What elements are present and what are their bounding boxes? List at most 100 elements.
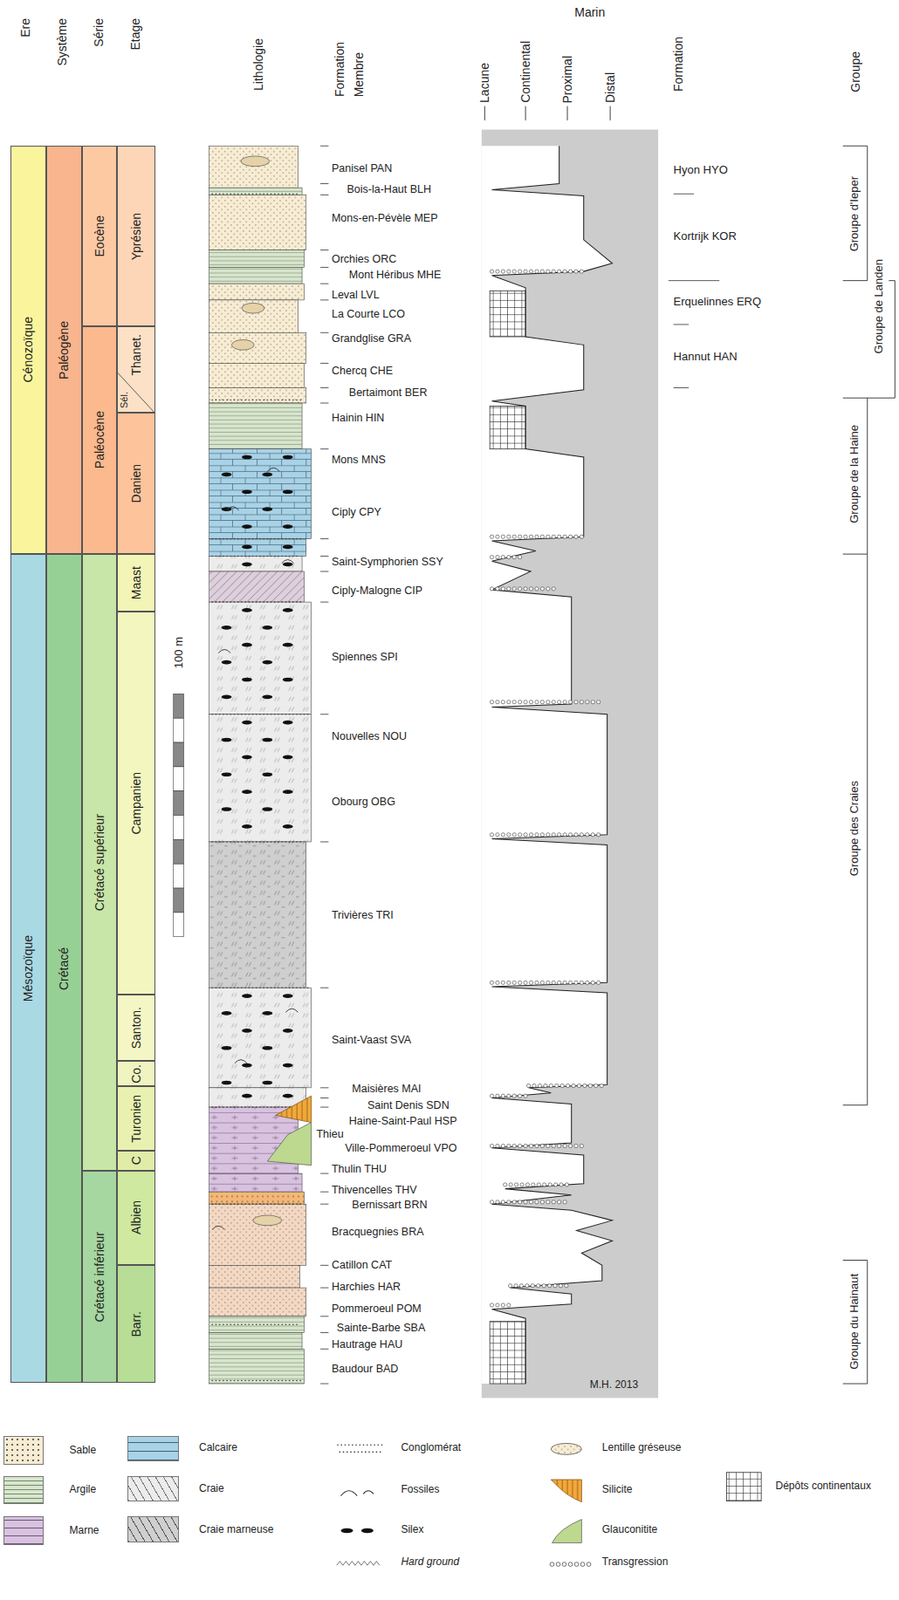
text-label: Bertaimont BER [349, 386, 428, 399]
flint-nodule [282, 789, 294, 795]
transgression-mark [542, 1183, 547, 1188]
transgression-mark [542, 1284, 546, 1289]
litho-bed [209, 842, 307, 989]
transgression-mark [535, 981, 539, 985]
flint-nodule [241, 824, 253, 830]
transgression-mark [495, 981, 500, 985]
continental-deposit [489, 406, 526, 450]
transgression-mark [549, 1084, 553, 1088]
vertical-label: Sél. [118, 391, 131, 409]
transgression-mark [523, 833, 528, 838]
text-label: Ciply-Malogne CIP [331, 584, 423, 598]
flint-nodule [241, 755, 253, 761]
transgression-mark [546, 1144, 550, 1148]
environment-lacuna-area [481, 145, 613, 1385]
band-label: Barr. [129, 1311, 144, 1339]
litho-bed [209, 1317, 305, 1334]
flint-nodule [221, 1081, 233, 1086]
scale-bar-segment [173, 864, 185, 889]
legend-text: Transgression [602, 1557, 669, 1570]
transgression-mark [576, 1084, 581, 1088]
transgression-mark [551, 1144, 556, 1148]
transgression-mark [574, 700, 578, 705]
flint-nodule [221, 1011, 233, 1016]
boundary-tick [320, 448, 329, 450]
boundary-tick [320, 194, 329, 196]
sandstone-lens [253, 1215, 282, 1227]
litho-bed [209, 403, 302, 450]
litho-bed [209, 1265, 301, 1289]
transgression-mark [551, 981, 556, 985]
text-label: Mons MNS [331, 453, 386, 467]
transgression-mark [528, 269, 533, 274]
legend-text: Hard ground [400, 1557, 460, 1570]
transgression-mark [597, 833, 601, 838]
transgression-mark [489, 535, 494, 539]
conglomerate-bed [212, 399, 303, 402]
chrono-band: Cénozoïque [10, 145, 47, 555]
conglomerate-bed [212, 192, 299, 195]
transgression-mark [514, 1284, 518, 1289]
transgression-mark [535, 269, 539, 274]
transgression-mark [495, 535, 500, 539]
transgression-mark [518, 587, 522, 591]
flint-nodule [282, 824, 294, 830]
transgression-mark [590, 833, 595, 838]
transgression-mark [512, 535, 516, 539]
boundary-tick [320, 571, 329, 573]
transgression-mark [528, 833, 533, 838]
continental-deposit [489, 1322, 526, 1385]
transgression-mark [495, 1303, 500, 1308]
transgression-mark [564, 1284, 569, 1289]
litho-bed [209, 1088, 307, 1108]
flint-nodule [282, 524, 294, 529]
transgression-mark [546, 269, 550, 274]
transgression-mark [535, 587, 539, 591]
chrono-band: Turonien [116, 1086, 155, 1152]
band-label: Turonien [129, 1095, 144, 1144]
transgression-mark [489, 555, 494, 560]
transgression-mark [562, 833, 567, 838]
flint-nodule [261, 473, 273, 478]
legend-text: Dépôts continentaux [775, 1481, 872, 1494]
band-label: Paléogène [56, 321, 71, 380]
transgression-mark [564, 1183, 569, 1188]
transgression-mark [599, 1084, 604, 1088]
transgression-mark [500, 700, 505, 705]
litho-bed [209, 194, 307, 250]
vertical-label: Série [91, 18, 106, 48]
text-label: Panisel PAN [331, 162, 392, 175]
transgression-mark [507, 269, 511, 274]
transgression-mark [535, 1144, 539, 1148]
vertical-label: Distal [603, 72, 618, 103]
transgression-mark [562, 981, 567, 985]
fossil-mark [218, 649, 231, 653]
flint-nodule [241, 994, 253, 999]
silicite-wedge [275, 1096, 312, 1123]
litho-bed [209, 1349, 305, 1385]
litho-bed [209, 602, 312, 715]
flint-nodule [282, 545, 294, 550]
boundary-tick [320, 555, 329, 557]
conglomerate-bed [212, 1380, 302, 1383]
transgression-mark [523, 535, 528, 539]
flint-nodule [261, 660, 273, 666]
transgression-mark [507, 1144, 511, 1148]
transgression-mark [557, 1144, 562, 1148]
transgression-mark [500, 1200, 505, 1205]
transgression-mark [535, 833, 539, 838]
transgression-mark [500, 555, 505, 560]
text-label: M.H. 2013 [590, 1379, 639, 1393]
transgression-mark [540, 1200, 544, 1205]
transgression-mark [540, 587, 544, 591]
text-label: Nouvelles NOU [331, 730, 407, 743]
legend-text: Sable [69, 1445, 97, 1458]
boundary-tick [320, 299, 329, 301]
text-label: Bernissart BRN [351, 1199, 427, 1212]
transgression-mark [520, 1183, 524, 1188]
boundary-tick [320, 1087, 329, 1089]
litho-bed [209, 387, 307, 404]
boundary-tick [320, 988, 329, 989]
litho-bed [209, 300, 299, 333]
transgression-mark [537, 1084, 542, 1088]
